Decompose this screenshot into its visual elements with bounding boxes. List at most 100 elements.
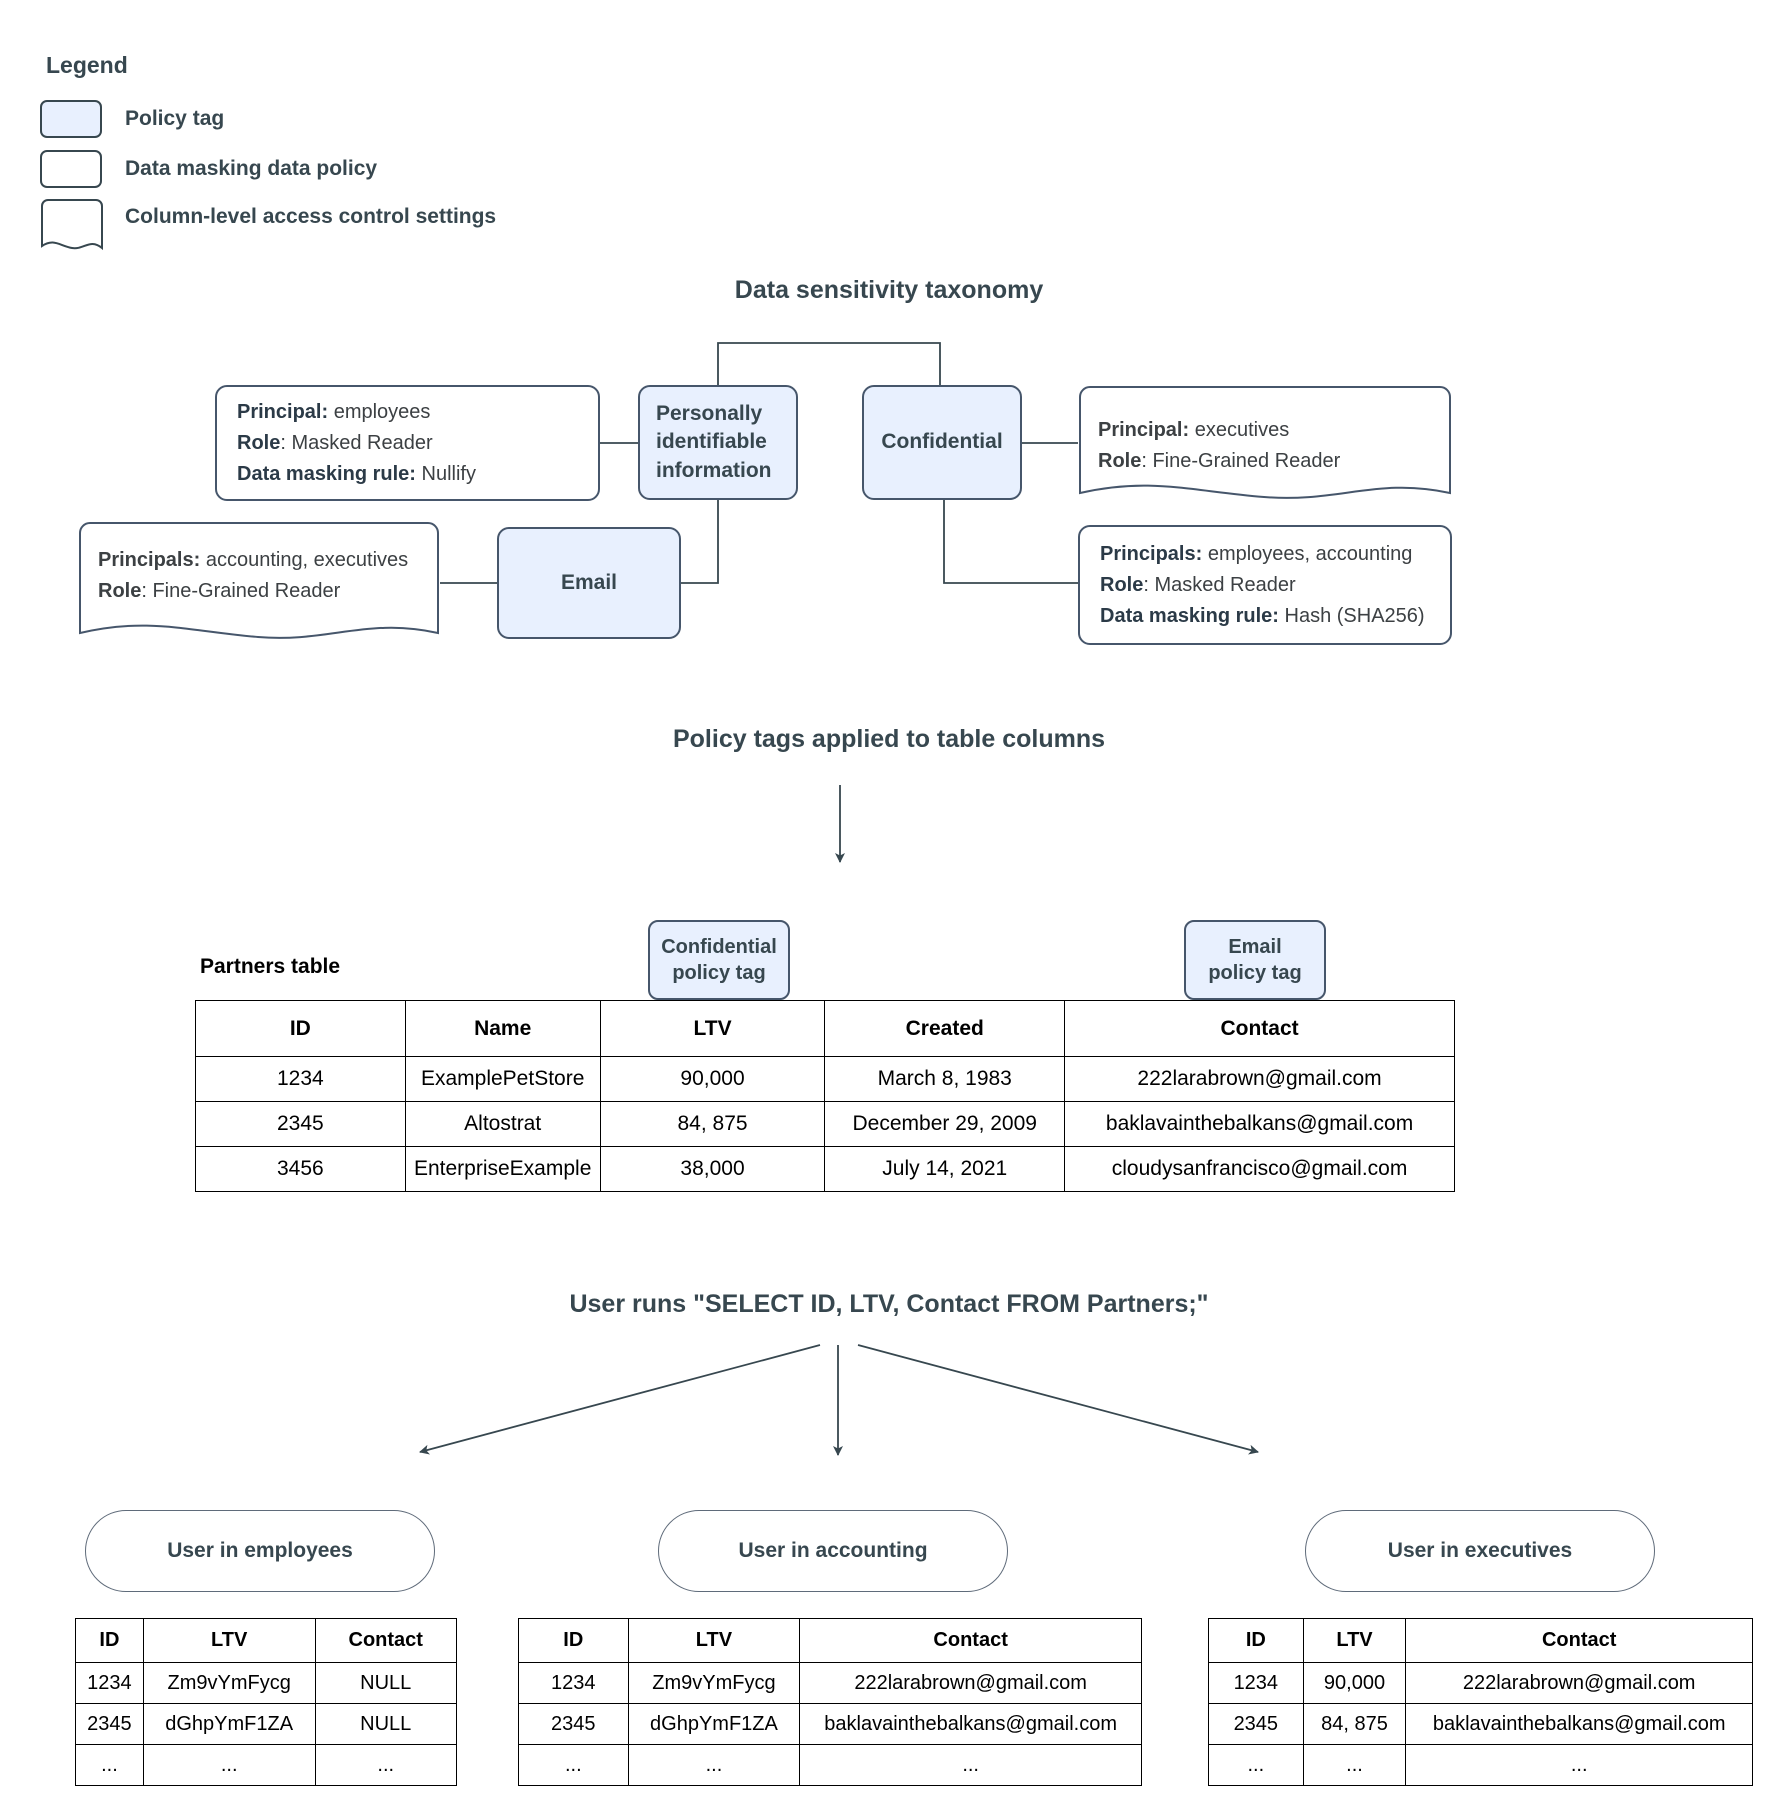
- partners-table: ID Name LTV Created Contact 1234 Example…: [195, 1000, 1455, 1192]
- result-table-accounting: ID LTV Contact 1234 Zm9vYmFycg 222larabr…: [518, 1618, 1142, 1786]
- table-header-row: ID LTV Contact: [518, 1618, 1142, 1663]
- column-header-name: Name: [404, 1000, 601, 1057]
- table-row: 2345 Altostrat 84, 875 December 29, 2009…: [195, 1101, 1455, 1147]
- column-access-swatch-icon: [40, 198, 104, 256]
- policy-value: Nullify: [415, 462, 476, 485]
- policy-tag-confidential[interactable]: Confidential: [862, 385, 1022, 500]
- legend-item-label: Column-level access control settings: [125, 205, 497, 228]
- legend-title: Legend: [46, 52, 128, 78]
- table-header-row: ID LTV Contact: [1208, 1618, 1753, 1663]
- cell-ltv: 90,000: [599, 1056, 826, 1102]
- table-row: ... ... ...: [1208, 1744, 1753, 1786]
- column-header-contact: Contact: [1405, 1618, 1753, 1663]
- table-row: 1234 Zm9vYmFycg 222larabrown@gmail.com: [518, 1662, 1142, 1704]
- applied-heading: Policy tags applied to table columns: [672, 725, 1106, 753]
- cell-contact: cloudysanfrancisco@gmail.com: [1064, 1146, 1455, 1192]
- column-header-id: ID: [1208, 1618, 1304, 1663]
- cell-created: March 8, 1983: [824, 1056, 1066, 1102]
- policy-value: : Fine-Grained Reader: [141, 580, 341, 602]
- table-row: 2345 dGhpYmF1ZA NULL: [75, 1703, 457, 1745]
- partners-table-caption: Partners table: [200, 955, 341, 978]
- legend-item-label: Policy tag: [125, 107, 225, 130]
- cell-ltv: Zm9vYmFycg: [627, 1662, 801, 1704]
- result-table-executives: ID LTV Contact 1234 90,000 222larabrown@…: [1208, 1618, 1753, 1786]
- policy-tag-email[interactable]: Email: [497, 527, 681, 639]
- cell-id: 1234: [518, 1662, 629, 1704]
- table-row: 1234 90,000 222larabrown@gmail.com: [1208, 1662, 1753, 1704]
- column-header-ltv: LTV: [599, 1000, 826, 1057]
- cell-ltv: 84, 875: [1302, 1703, 1407, 1745]
- cell-contact: 222larabrown@gmail.com: [1064, 1056, 1455, 1102]
- cell-ltv: dGhpYmF1ZA: [627, 1703, 801, 1745]
- cell-contact: baklavainthebalkans@gmail.com: [1064, 1101, 1455, 1147]
- column-header-id: ID: [518, 1618, 629, 1663]
- policy-value: Hash (SHA256): [1278, 604, 1425, 627]
- policy-value: : Masked Reader: [280, 431, 433, 454]
- cell-ltv: ...: [627, 1744, 801, 1786]
- cell-contact: ...: [1405, 1744, 1753, 1786]
- cell-contact: baklavainthebalkans@gmail.com: [799, 1703, 1142, 1745]
- cell-ltv: ...: [1302, 1744, 1407, 1786]
- column-header-contact: Contact: [314, 1618, 457, 1663]
- policy-value: employees, accounting: [1202, 542, 1413, 565]
- column-header-id: ID: [75, 1618, 144, 1663]
- policy-key: Role: [1100, 573, 1144, 596]
- policy-key: Principals:: [1100, 542, 1203, 565]
- cell-contact: 222larabrown@gmail.com: [1405, 1662, 1753, 1704]
- cell-contact: 222larabrown@gmail.com: [799, 1662, 1142, 1704]
- policy-tag-label: Email: [560, 570, 618, 594]
- column-header-contact: Contact: [799, 1618, 1142, 1663]
- table-row: 1234 ExamplePetStore 90,000 March 8, 198…: [195, 1056, 1455, 1102]
- confidential-policy-tag-callout[interactable]: Confidential policy tag: [648, 920, 790, 1000]
- callout-line-2: policy tag: [1208, 962, 1302, 984]
- column-header-ltv: LTV: [142, 1618, 316, 1663]
- cell-id: 1234: [1208, 1662, 1304, 1704]
- policy-tag-label: Personally identifiable information: [656, 401, 772, 482]
- policy-value: employees: [328, 400, 431, 423]
- policy-key: Principal:: [1098, 419, 1190, 441]
- policy-value: accounting, executives: [200, 549, 409, 571]
- policy-key: Role: [98, 580, 142, 602]
- policy-key: Data masking rule:: [237, 462, 416, 485]
- user-pill-accounting: User in accounting: [658, 1510, 1008, 1592]
- policy-key: Data masking rule:: [1100, 604, 1279, 627]
- column-header-created: Created: [824, 1000, 1066, 1057]
- cell-contact: ...: [799, 1744, 1142, 1786]
- cell-ltv: 38,000: [599, 1146, 826, 1192]
- callout-line-2: policy tag: [672, 962, 766, 984]
- data-masking-swatch-icon: [40, 150, 102, 188]
- cell-id: 3456: [195, 1146, 406, 1192]
- callout-line-1: Email: [1228, 936, 1282, 958]
- cell-created: December 29, 2009: [824, 1101, 1066, 1147]
- policy-value: executives: [1189, 419, 1290, 441]
- pill-label: User in employees: [167, 1539, 353, 1562]
- table-row: 2345 84, 875 baklavainthebalkans@gmail.c…: [1208, 1703, 1753, 1745]
- policy-box-email-access: Principals: accounting, executives Role:…: [78, 521, 440, 647]
- policy-tag-pii[interactable]: Personally identifiable information: [638, 385, 798, 500]
- cell-contact: baklavainthebalkans@gmail.com: [1405, 1703, 1753, 1745]
- callout-line-1: Confidential: [661, 936, 777, 958]
- cell-ltv: 90,000: [1302, 1662, 1407, 1704]
- policy-tag-label: Confidential: [881, 430, 1003, 454]
- cell-name: Altostrat: [404, 1101, 601, 1147]
- policy-tag-swatch-icon: [40, 100, 102, 138]
- cell-created: July 14, 2021: [824, 1146, 1066, 1192]
- email-policy-tag-callout[interactable]: Email policy tag: [1184, 920, 1326, 1000]
- policy-value: : Fine-Grained Reader: [1141, 450, 1341, 472]
- table-row: 1234 Zm9vYmFycg NULL: [75, 1662, 457, 1704]
- table-row: ... ... ...: [518, 1744, 1142, 1786]
- table-header-row: ID Name LTV Created Contact: [195, 1000, 1455, 1057]
- taxonomy-heading: Data sensitivity taxonomy: [734, 276, 1044, 304]
- cell-id: 2345: [518, 1703, 629, 1745]
- cell-ltv: 84, 875: [599, 1101, 826, 1147]
- cell-id: 2345: [1208, 1703, 1304, 1745]
- table-row: ... ... ...: [75, 1744, 457, 1786]
- column-header-contact: Contact: [1064, 1000, 1455, 1057]
- legend-item-label: Data masking data policy: [125, 157, 378, 180]
- cell-contact: ...: [314, 1744, 457, 1786]
- pill-label: User in accounting: [738, 1539, 928, 1562]
- query-heading: User runs "SELECT ID, LTV, Contact FROM …: [569, 1290, 1209, 1318]
- policy-key: Principal:: [237, 400, 329, 423]
- policy-key: Role: [237, 431, 281, 454]
- user-pill-executives: User in executives: [1305, 1510, 1655, 1592]
